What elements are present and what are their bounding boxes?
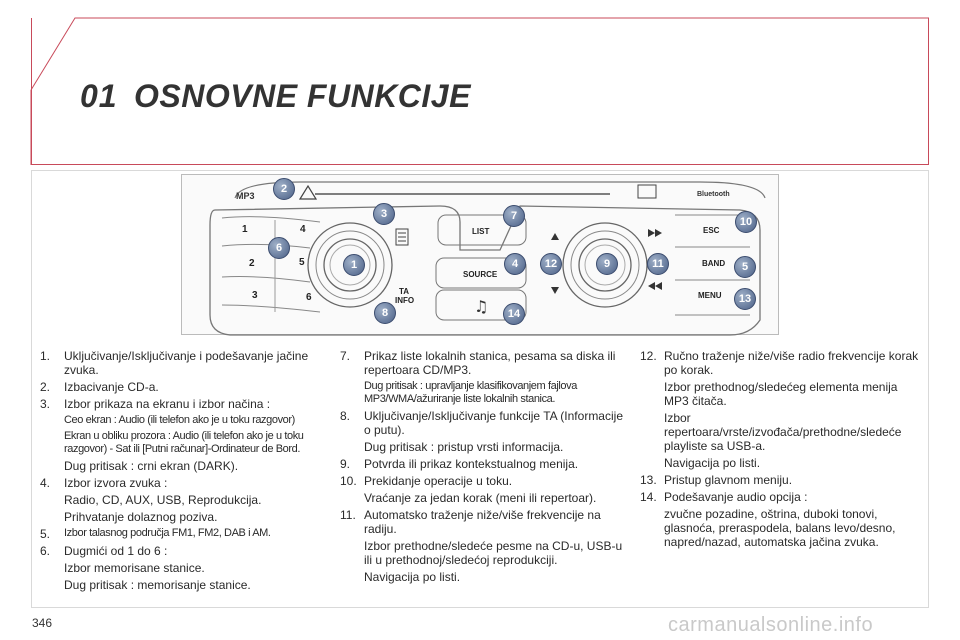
watermark: carmanualsonline.info [668,614,874,636]
marker-6: 6 [268,237,290,259]
list-item: 13.Pristup glavnom meniju. [640,473,793,487]
list-subitem: Navigacija po listi. [664,456,761,470]
band-label: BAND [702,259,725,268]
preset-1-label: 1 [242,224,248,235]
chapter-header-frame [31,18,929,165]
marker-10: 10 [735,211,757,233]
marker-11: 11 [647,253,669,275]
marker-13: 13 [734,288,756,310]
list-item: 8.Uključivanje/Isključivanje funkcije TA… [340,409,623,437]
down-arrow-icon [551,287,559,294]
preset-2-label: 2 [249,258,255,269]
list-subitem: Ceo ekran : Audio (ili telefon ako je u … [64,414,295,426]
list-item: 3.Izbor prikaza na ekranu i izbor načina… [40,397,271,411]
list-item: 11.Automatsko traženje niže/više frekven… [340,508,601,536]
list-item: 12.Ručno traženje niže/više radio frekve… [640,349,919,377]
list-subitem: Ekran u obliku prozora : Audio (ili tele… [64,430,304,455]
list-item: 4.Izbor izvora zvuka : [40,476,168,490]
fast-forward-icon [648,229,662,237]
list-subitem: Izbor repertoara/vrste/izvođača/prethodn… [664,411,902,453]
list-item: 6.Dugmići od 1 do 6 : [40,544,168,558]
list-item: 10.Prekidanje operacije u toku. [340,474,513,488]
mp3-logo: MP3 [236,191,255,201]
list-label: LIST [472,227,489,236]
list-subitem: Radio, CD, AUX, USB, Reprodukcija. [64,493,262,507]
info-label: INFO [395,296,414,305]
marker-12: 12 [540,253,562,275]
list-item: 2.Izbacivanje CD-a. [40,380,159,394]
page-title: OSNOVNE FUNKCIJE [134,78,471,114]
description-column-1: 1.Uključivanje/Isključivanje i podešavan… [40,349,330,595]
list-item: 9.Potvrda ili prikaz kontekstualnog meni… [340,457,579,471]
list-subitem: Izbor prethodnog/sledećeg elementa menij… [664,380,898,408]
list-subitem: Dug pritisak : crni ekran (DARK). [64,459,239,473]
list-subitem: Izbor memorisane stanice. [64,561,205,575]
preset-3-label: 3 [252,290,258,301]
page-number: 346 [32,616,53,630]
marker-2: 2 [273,178,295,200]
preset-5-label: 5 [299,257,305,268]
esc-label: ESC [703,226,720,235]
marker-7: 7 [503,205,525,227]
list-item: 14.Podešavanje audio opcija : [640,490,808,504]
marker-9: 9 [596,253,618,275]
marker-14: 14 [503,303,525,325]
content-frame [31,170,929,608]
music-note-icon: ♫ [474,297,488,316]
marker-1: 1 [343,254,365,276]
list-subitem: Dug pritisak : upravljanje klasifikovanj… [364,380,577,405]
list-item: 5.Izbor talasnog područja FM1, FM2, DAB … [40,527,271,541]
up-arrow-icon [551,233,559,240]
display-mode-icon [395,228,409,246]
description-column-3: 12.Ručno traženje niže/više radio frekve… [640,349,925,552]
radio-panel-drawing: MP3 Bluetooth 1 2 3 4 5 6 TA INFO LIST S… [209,181,766,336]
eject-icon [298,184,318,200]
chapter-number: 01 [80,78,118,114]
preset-4-label: 4 [300,224,306,235]
list-subitem: Prihvatanje dolaznog poziva. [64,510,218,524]
list-subitem: Navigacija po listi. [364,570,461,584]
header-corner-decoration [30,17,929,165]
marker-4: 4 [504,253,526,275]
menu-label: MENU [698,291,722,300]
marker-8: 8 [374,302,396,324]
list-item: 1.Uključivanje/Isključivanje i podešavan… [40,349,309,377]
list-subitem: Dug pritisak : memorisanje stanice. [64,578,251,592]
description-column-2: 7.Prikaz liste lokalnih stanica, pesama … [340,349,630,587]
list-subitem: Vraćanje za jedan korak (meni ili repert… [364,491,597,505]
marker-5: 5 [734,256,756,278]
ta-label: TA [399,287,409,296]
list-subitem: Dug pritisak : pristup vrsti informacija… [364,440,564,454]
marker-3: 3 [373,203,395,225]
list-subitem: zvučne pozadine, oštrina, duboki tonovi,… [664,507,896,549]
source-label: SOURCE [463,270,498,279]
list-subitem: Izbor prethodne/sledeće pesme na CD-u, U… [364,539,623,567]
bluetooth-logo: Bluetooth [697,191,730,198]
list-item: 7.Prikaz liste lokalnih stanica, pesama … [340,349,616,377]
rewind-icon [648,282,662,290]
preset-6-label: 6 [306,292,312,303]
